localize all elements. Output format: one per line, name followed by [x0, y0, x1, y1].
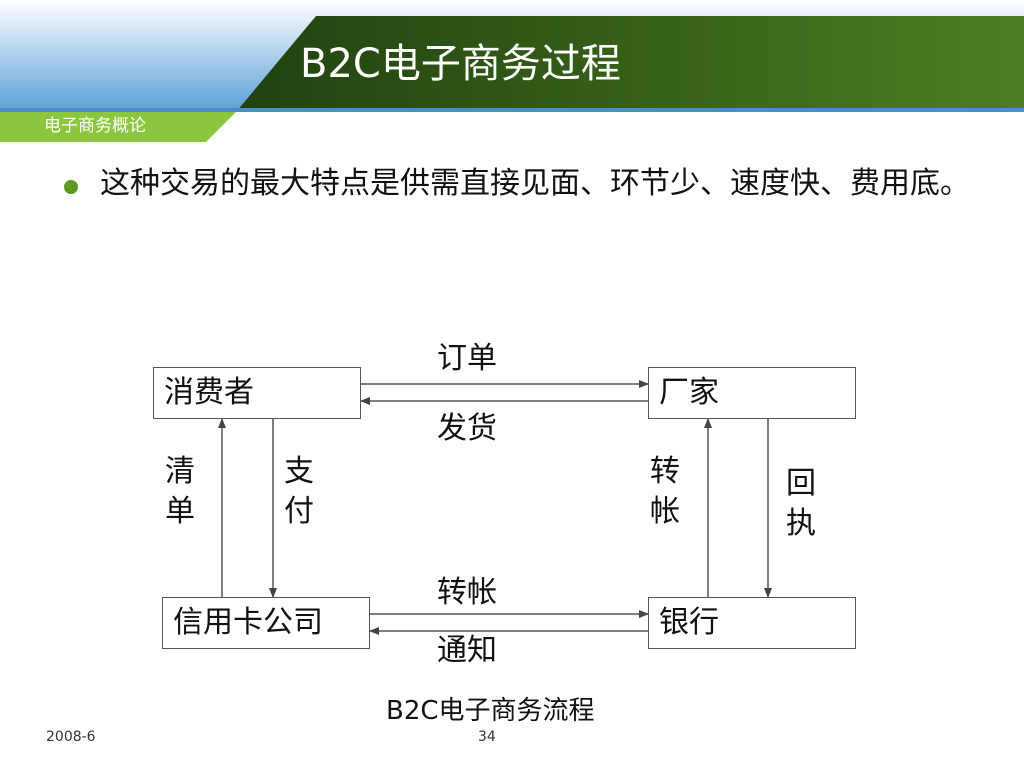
bullet-text: 这种交易的最大特点是供需直接见面、环节少、速度快、费用底。 [100, 166, 970, 201]
label-statement: 清单 [165, 454, 195, 529]
label-ship: 发货 [437, 411, 497, 446]
label-receipt: 回执 [786, 466, 816, 541]
label-pay: 支付 [284, 454, 314, 529]
bullet-icon [64, 180, 78, 194]
course-name: 电子商务概论 [44, 116, 146, 136]
footer-date: 2008-6 [46, 729, 96, 745]
course-tab [0, 112, 236, 142]
node-credit-card-company: 信用卡公司 [162, 597, 370, 649]
label-transfer-right: 转帐 [650, 454, 680, 529]
label-notify: 通知 [437, 633, 497, 668]
label-transfer-bottom: 转帐 [437, 575, 497, 610]
page-number: 34 [478, 729, 496, 745]
label-order: 订单 [437, 341, 497, 376]
header-banner [0, 0, 1024, 142]
node-bank: 银行 [648, 597, 856, 649]
diagram-caption: B2C电子商务流程 [386, 696, 595, 726]
header-green-band [236, 16, 1024, 112]
node-consumer: 消费者 [153, 367, 361, 419]
node-manufacturer: 厂家 [648, 367, 856, 419]
slide-title: B2C电子商务过程 [300, 41, 621, 87]
